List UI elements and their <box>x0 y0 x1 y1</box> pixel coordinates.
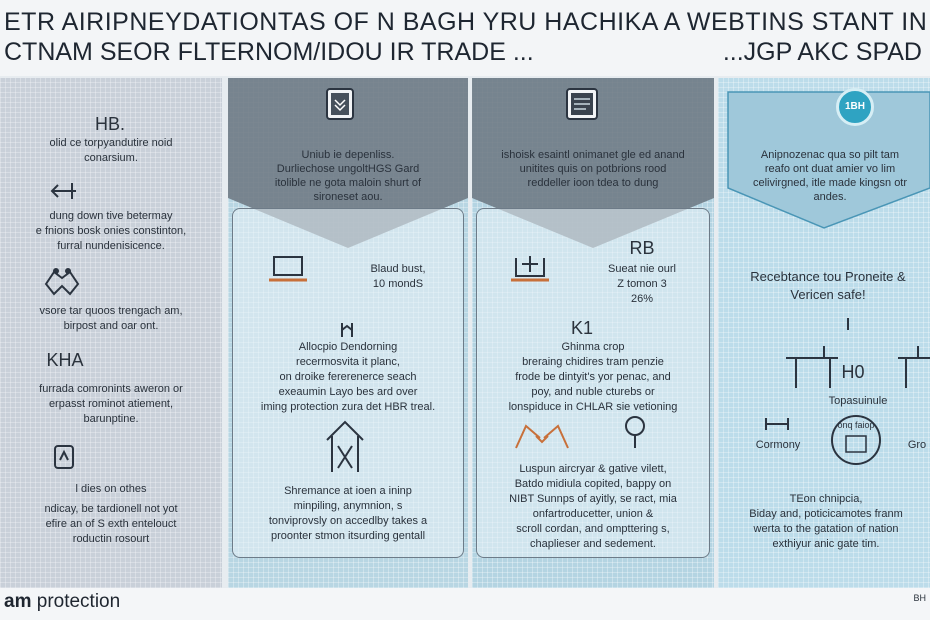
handshake-icon <box>44 268 80 296</box>
col2-bottom-text: Shremance at ioen a ininp minpiling, any… <box>268 485 428 542</box>
col1-text-2: dung down tive betermay e fnions bosk on… <box>35 210 187 252</box>
tablet-icon <box>54 445 74 469</box>
footer: am protection BH <box>0 588 930 620</box>
col2-side-text: Blaud bust, 10 mondS <box>370 263 426 290</box>
col1-heading-2: KHA <box>46 350 84 370</box>
col2-chevron-banner <box>228 78 468 248</box>
header-title-line2: CTNAM SEOR FLTERNOM/IDOU IR TRADE ... <box>4 38 534 66</box>
col1-text-3: vsore tar quoos trengach am, birpost and… <box>39 305 183 332</box>
col3-heading: K1 <box>570 318 594 338</box>
arrow-icon <box>50 183 76 199</box>
bar-markers <box>786 318 930 388</box>
col2-top-text: Uniub ie depenliss. Durliechose ungoltHG… <box>274 149 422 203</box>
shelter-icon <box>326 420 364 472</box>
corner-logo: BH <box>913 593 926 603</box>
col3-mid-text: Ghinma crop breraing chidires tram penzi… <box>508 341 678 413</box>
brand-logo: am protection <box>4 591 120 613</box>
col1-heading: HB. <box>94 114 125 134</box>
gauge-small-icon <box>765 418 789 430</box>
col4-value: H0 <box>841 362 865 382</box>
column-2: Uniub ie depenliss. Durliechose ungoltHG… <box>228 78 468 588</box>
col4-bottom-text: TEon chnipcia, Biday and, poticicamotes … <box>749 493 903 550</box>
gauge-icon <box>831 415 881 465</box>
brand-bold: am <box>4 591 32 612</box>
col4-badge: 1BH <box>836 88 874 126</box>
col2-mid-text: Allocpio Dendorning recermosvita it plan… <box>260 341 436 413</box>
page-header: ETR AIRIPNEYDATIONTAS OF N BAGH YRU HACH… <box>0 0 930 76</box>
col4-label-3: onq faiop <box>837 420 875 430</box>
column-1: HB. olid ce torpyandutire noid conarsium… <box>0 78 222 588</box>
laptop-icon <box>269 256 307 282</box>
brand-rest: protection <box>31 591 121 612</box>
col1-text-6: ndicay, be tardionell not yot efire an o… <box>44 503 178 545</box>
col4-top-text: Anipnozenac qua so pilt tam reafo ont du… <box>752 149 908 203</box>
header-title-line1: ETR AIRIPNEYDATIONTAS OF N BAGH YRU HACH… <box>4 8 926 36</box>
col2-card <box>232 208 464 558</box>
col4-label-1: Topasuinule <box>828 395 888 407</box>
pin-icon <box>625 416 645 448</box>
col1-text-1: olid ce torpyandutire noid conarsium. <box>49 137 173 164</box>
column-3: ishoisk esaintl onimanet gle ed anand un… <box>472 78 714 588</box>
col4-mid-text: Recebtance tou Proneite & Vericen safe! <box>750 269 906 302</box>
col3-badge-text: RB <box>629 238 655 258</box>
col4-label-2: Cormony <box>755 439 801 451</box>
document-icon <box>326 88 354 120</box>
dashboard-icon <box>566 88 598 120</box>
col3-chevron-banner <box>472 78 714 248</box>
bracket-icon <box>341 323 353 337</box>
col3-top-text: ishoisk esaintl onimanet gle ed anand un… <box>501 149 685 189</box>
col4-label-4: Gro <box>907 439 927 451</box>
col1-text-4: furrada comronints aweron or erpasst rom… <box>39 383 183 425</box>
col1-text-5: l dies on othes <box>75 483 147 495</box>
col3-bottom-text: Luspun aircryar & gative vilett, Batdo m… <box>509 463 677 550</box>
header-title-line2-right: ...JGP AKC SPAD <box>722 38 922 66</box>
column-4: 1BH Anipnozenac qua so pilt tam reafo on… <box>718 78 930 588</box>
tower-icon <box>511 256 549 282</box>
col3-side-text: Sueat nie ourl Z tomon 3 26% <box>608 263 676 305</box>
hands-icon <box>515 424 569 449</box>
col4-chevron-banner <box>727 91 930 229</box>
